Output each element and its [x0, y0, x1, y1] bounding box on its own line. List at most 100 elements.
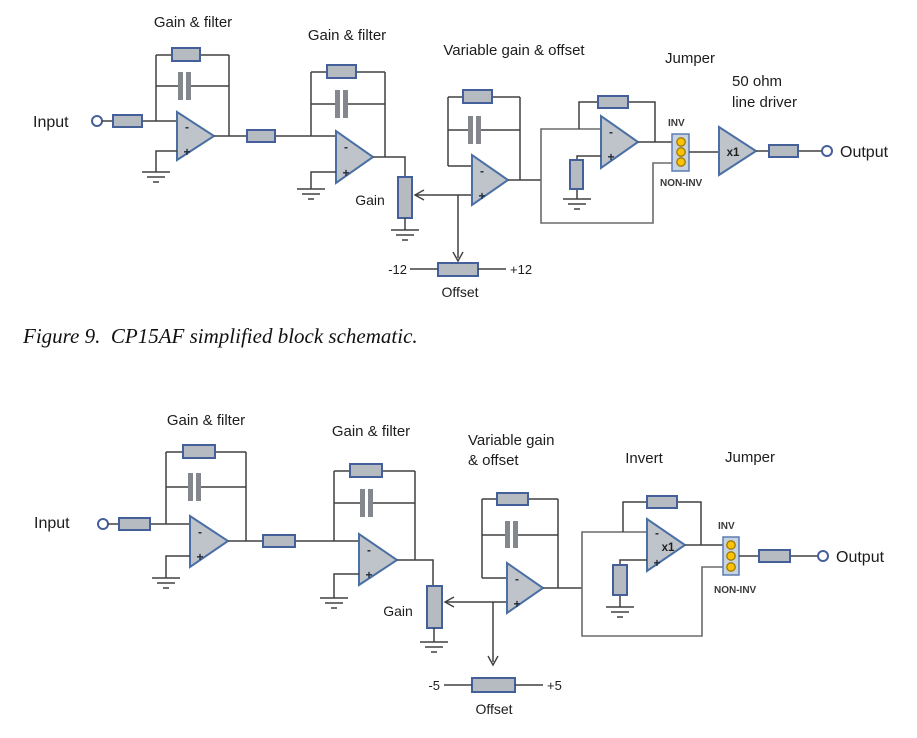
- opamp-minus: -: [185, 120, 189, 134]
- offset-min-label: -5: [428, 678, 440, 693]
- offset-arrow-icon: [487, 655, 499, 667]
- wires: [165, 555, 190, 578]
- wires: [310, 171, 336, 189]
- ground-symbol: [606, 606, 634, 618]
- bias-resistor-symbol: [569, 159, 584, 190]
- stage4-invert-jumper-driver: - + INV NON-INV Jumper x1 50 ohm line dr…: [540, 50, 889, 224]
- stage2-gain-filter: Gain & filter - + Gain: [297, 27, 472, 241]
- gain-potentiometer-symbol: [426, 585, 443, 629]
- input-terminal: [97, 518, 109, 530]
- opamp-symbol: [335, 129, 375, 185]
- series-resistor-symbol: [262, 534, 296, 548]
- opamp-plus: +: [196, 550, 203, 564]
- input-label: Input: [34, 515, 70, 532]
- feedback-resistor-symbol: [646, 495, 678, 509]
- opamp-minus: -: [344, 140, 348, 154]
- inv-pin-label: INV: [718, 521, 735, 532]
- stage3-title-line2: & offset: [468, 452, 519, 469]
- capacitor-plate: [343, 90, 348, 118]
- feedback-resistor-symbol: [182, 444, 216, 459]
- offset-arrow-icon: [452, 251, 464, 263]
- inv-pin-label: INV: [668, 118, 685, 129]
- capacitor-plate: [468, 116, 473, 144]
- feedback-resistor-symbol: [597, 95, 629, 109]
- opamp-plus: +: [513, 597, 520, 611]
- opamp-plus: +: [365, 568, 372, 582]
- wires: [155, 150, 177, 172]
- capacitor-plate: [188, 473, 193, 501]
- output-resistor-symbol: [768, 144, 799, 158]
- stage2-title: Gain & filter: [332, 423, 410, 440]
- offset-max-label: +12: [510, 262, 532, 277]
- stage1-gain-filter: Gain & filter Input - +: [34, 412, 359, 589]
- stage4-invert-jumper: Invert Jumper - x1 + INV NON-INV Output: [581, 449, 885, 637]
- jumper-pin-common: [726, 551, 736, 561]
- stage3-title: Variable gain & offset: [443, 42, 585, 59]
- jumper-pin-noninv: [726, 562, 736, 572]
- noninv-pin-label: NON-INV: [660, 178, 703, 189]
- capacitor-plate: [335, 90, 340, 118]
- capacitor-plate: [513, 521, 518, 548]
- ground-symbol: [563, 198, 591, 210]
- ground-symbol: [297, 188, 325, 200]
- wires: [410, 179, 541, 270]
- jumper-pin-inv: [676, 137, 686, 147]
- output-resistor-symbol: [758, 549, 791, 563]
- output-terminal: [821, 145, 833, 157]
- opamp-symbol: [189, 514, 230, 569]
- opamp-minus: -: [198, 525, 202, 539]
- gain-label: Gain: [355, 192, 385, 208]
- feedback-resistor-symbol: [326, 64, 357, 79]
- output-label: Output: [836, 549, 885, 566]
- ground-symbol: [142, 171, 170, 183]
- capacitor-plate: [476, 116, 481, 144]
- gain-label: Gain: [383, 603, 413, 619]
- output-terminal: [817, 550, 829, 562]
- ground-symbol: [152, 577, 180, 589]
- line-driver-symbol: [718, 125, 758, 177]
- wiper-arrow-icon: [443, 596, 455, 608]
- feedback-resistor-symbol: [462, 89, 493, 104]
- wires: [373, 156, 406, 177]
- opamp-plus: +: [653, 556, 660, 570]
- driver-gain-label: x1: [727, 147, 740, 159]
- jumper-pin-common: [676, 147, 686, 157]
- opamp-minus: -: [609, 125, 613, 139]
- figure-caption: Figure 9. CP15AF simplified block schema…: [23, 324, 418, 348]
- wires: [576, 155, 601, 199]
- opamp-symbol: [471, 153, 510, 207]
- stage3-variable-gain-offset: Variable gain & offset - + -5 +5 Offset: [428, 432, 582, 717]
- wires: [481, 498, 559, 588]
- capacitor-plate: [360, 489, 365, 517]
- opamp-minus: -: [480, 164, 484, 178]
- opamp-symbol: [600, 114, 640, 170]
- opamp-symbol: [358, 532, 399, 587]
- wires: [444, 587, 582, 686]
- bias-resistor-symbol: [612, 564, 628, 596]
- offset-min-label: -12: [388, 262, 407, 277]
- gain-potentiometer-symbol: [397, 176, 413, 219]
- driver-title-line2: line driver: [732, 94, 797, 111]
- input-resistor-symbol: [112, 114, 143, 128]
- jumper-pin-noninv: [676, 157, 686, 167]
- jumper-pin-inv: [726, 540, 736, 550]
- wires: [333, 470, 416, 560]
- opamp-plus: +: [478, 189, 485, 203]
- feedback-resistor-symbol: [171, 47, 201, 62]
- stage1-title: Gain & filter: [154, 14, 232, 31]
- jumper-title: Jumper: [725, 449, 775, 466]
- wires: [397, 559, 434, 586]
- opamp-minus: -: [515, 572, 519, 586]
- wires: [155, 54, 230, 136]
- wires: [622, 501, 702, 545]
- stage1-gain-filter: Gain & filter Input - +: [33, 14, 336, 183]
- figure2-schematic: Gain & filter Input - + Gain & filter - …: [34, 412, 885, 717]
- ground-symbol: [320, 597, 348, 609]
- wires: [333, 573, 359, 598]
- wires: [447, 96, 521, 180]
- input-terminal: [91, 115, 103, 127]
- offset-potentiometer-symbol: [471, 677, 516, 693]
- opamp-symbol: [176, 110, 216, 162]
- feedback-resistor-symbol: [496, 492, 529, 506]
